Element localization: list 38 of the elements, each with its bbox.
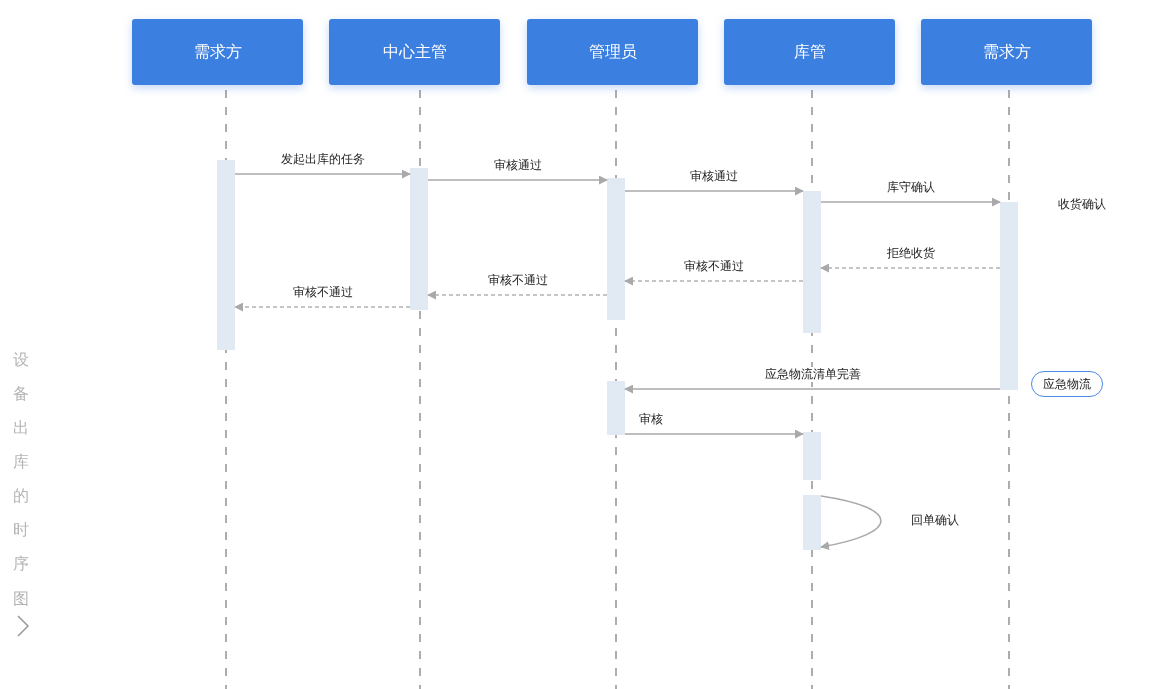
tag-chip: 应急物流 (1031, 371, 1103, 397)
message-arrow (624, 276, 804, 286)
note-text: 收货确认 (1058, 196, 1106, 213)
edge-label: 审核通过 (491, 158, 544, 173)
edge-label: 审核不通过 (682, 259, 746, 274)
edge-label: 发起出库的任务 (278, 152, 367, 167)
participant-box: 中心主管 (329, 19, 500, 85)
activation-bar (607, 381, 625, 435)
participant-box: 库管 (724, 19, 895, 85)
edge-label: 审核不通过 (290, 285, 355, 300)
activation-bar (803, 495, 821, 550)
participant-box: 管理员 (527, 19, 698, 85)
message-arrow (427, 290, 608, 300)
edge-label: 应急物流清单完善 (762, 367, 863, 382)
participant-box: 需求方 (921, 19, 1092, 85)
vertical-title: 设备出库的时序图 (13, 349, 29, 610)
edge-label: 审核通过 (688, 169, 740, 184)
message-arrow (624, 384, 1001, 394)
message-arrow (820, 197, 1001, 207)
edge-label: 审核不通过 (485, 273, 550, 288)
edge-label: 审核 (637, 412, 665, 427)
message-arrow (234, 169, 411, 179)
activation-bar (1000, 202, 1018, 390)
edge-label: 回单确认 (909, 512, 961, 528)
activation-bar (217, 160, 235, 350)
edge-label: 拒绝收货 (884, 246, 937, 261)
message-arrow (624, 429, 804, 439)
message-arrow (624, 186, 804, 196)
activation-bar (803, 191, 821, 333)
message-arrow (234, 302, 411, 312)
message-arrow (427, 175, 608, 185)
message-arrow (820, 495, 882, 550)
edge-label: 库守确认 (884, 180, 937, 195)
activation-bar (803, 432, 821, 480)
activation-bar (410, 168, 428, 310)
activation-bar (607, 178, 625, 320)
message-arrow (820, 263, 1001, 273)
participant-box: 需求方 (132, 19, 303, 85)
